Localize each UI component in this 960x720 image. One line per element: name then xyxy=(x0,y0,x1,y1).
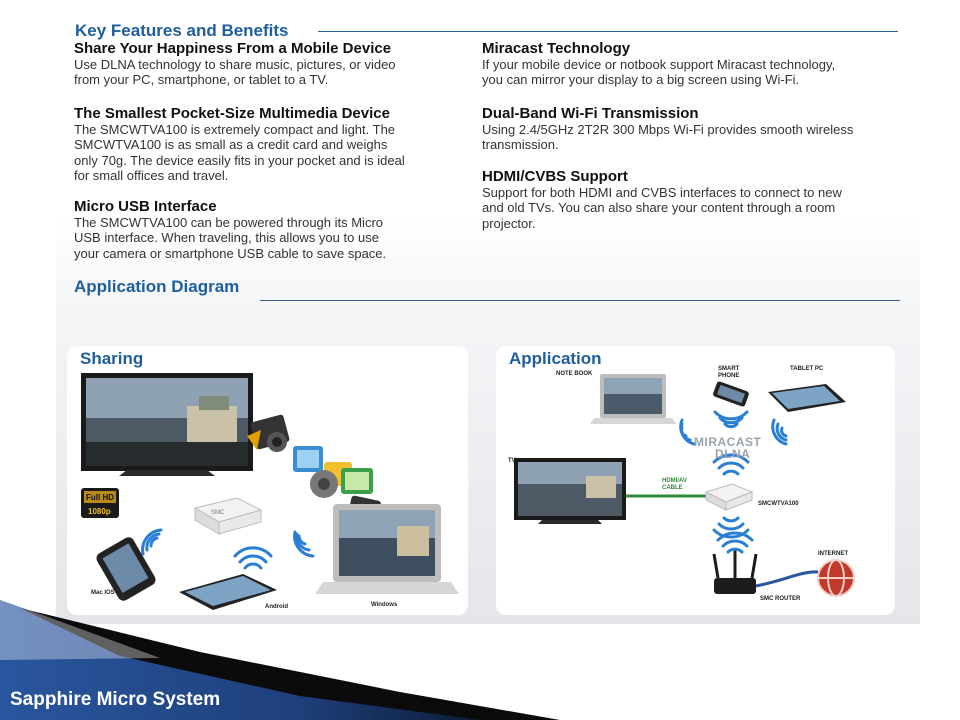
wifi-icon-device-bottom xyxy=(712,516,750,539)
feature-body: If your mobile device or notbook support… xyxy=(482,57,912,88)
feature-title: HDMI/CVBS Support xyxy=(482,168,628,185)
features-rule xyxy=(318,31,898,32)
label-notebook: NOTE BOOK xyxy=(556,371,593,377)
footer-band xyxy=(0,600,560,720)
feature-body: Using 2.4/5GHz 2T2R 300 Mbps Wi-Fi provi… xyxy=(482,122,912,153)
tv-icon xyxy=(81,373,253,476)
feature-body: The SMCWTVA100 can be powered through it… xyxy=(74,215,484,261)
smc-device-icon: SMC xyxy=(193,497,263,535)
sharing-title: Sharing xyxy=(80,349,144,368)
label-cable-2: CABLE xyxy=(662,485,683,491)
badge-top: Full HD xyxy=(86,493,114,502)
fullhd-badge-icon: Full HD 1080p xyxy=(81,488,119,518)
smc-device-icon xyxy=(704,483,754,511)
wifi-icon-3 xyxy=(293,530,315,558)
footer-company-name: Sapphire Micro System xyxy=(10,689,221,710)
brochure-sheet: Key Features and Benefits Share Your Hap… xyxy=(56,14,920,624)
application-illustration xyxy=(514,374,855,597)
feature-title: Share Your Happiness From a Mobile Devic… xyxy=(74,40,392,57)
feature-smallest: The Smallest Pocket-Size Multimedia Devi… xyxy=(74,106,484,184)
router-cable xyxy=(755,570,819,588)
tablet-pc-icon xyxy=(768,384,846,412)
wifi-icon-notebook xyxy=(679,418,696,446)
feature-line: projector. xyxy=(482,215,536,231)
feature-line: Support for both HDMI and CVBS interface… xyxy=(482,185,842,200)
feature-hdmi: HDMI/CVBS Support Support for both HDMI … xyxy=(482,169,912,231)
phone-icon xyxy=(96,537,156,601)
notebook-icon xyxy=(590,374,676,424)
feature-title: Miracast Technology xyxy=(482,40,631,57)
wifi-icon-router xyxy=(716,531,754,554)
smartphone-icon xyxy=(713,381,749,407)
feature-line: SMCWTVA100 is as small as a credit card … xyxy=(74,137,388,153)
feature-line: and old TVs. You can also share your con… xyxy=(482,200,836,216)
label-windows: Windows xyxy=(371,602,398,608)
label-android: Android xyxy=(265,604,288,610)
label-router: SMC ROUTER xyxy=(760,596,801,602)
wifi-icon-device-top xyxy=(712,453,750,476)
wifi-icon-1 xyxy=(141,528,163,556)
tv-icon xyxy=(514,458,626,524)
feature-line: If your mobile device or notbook support… xyxy=(482,57,836,72)
sharing-illustration: Full HD 1080p SMC xyxy=(81,373,459,610)
feature-usb: Micro USB Interface The SMCWTVA100 can b… xyxy=(74,199,484,261)
diagram-heading: Application Diagram xyxy=(74,277,240,296)
feature-body: Support for both HDMI and CVBS interface… xyxy=(482,185,912,231)
feature-line: transmission. xyxy=(482,137,559,153)
feature-line: The SMCWTVA100 is extremely compact and … xyxy=(74,122,396,137)
label-tablet: TABLET PC xyxy=(790,366,824,372)
internet-globe-icon xyxy=(817,559,855,597)
tablet-icon xyxy=(179,574,277,610)
feature-line: your camera or smartphone USB cable to s… xyxy=(74,245,387,261)
label-dlna: DLNA xyxy=(715,447,751,461)
application-panel: Application xyxy=(496,346,895,615)
wifi-icon-phone xyxy=(713,410,749,429)
label-internet: INTERNET xyxy=(818,551,848,557)
feature-line: Use DLNA technology to share music, pict… xyxy=(74,57,396,72)
feature-line: you can mirror your display to a big scr… xyxy=(482,72,800,88)
sharing-panel: Sharing xyxy=(67,346,468,615)
label-mac: Mac IOS xyxy=(91,590,115,596)
label-device: SMCWTVA100 xyxy=(758,501,799,507)
feature-miracast: Miracast Technology If your mobile devic… xyxy=(482,41,912,88)
application-title: Application xyxy=(509,349,602,368)
badge-bottom: 1080p xyxy=(88,507,111,516)
laptop-icon xyxy=(315,504,459,594)
label-miracast: MIRACAST xyxy=(694,435,762,449)
diagram-rule xyxy=(260,300,900,301)
feature-title: Micro USB Interface xyxy=(74,198,217,215)
feature-dualband: Dual-Band Wi-Fi Transmission Using 2.4/5… xyxy=(482,106,912,153)
feature-title: The Smallest Pocket-Size Multimedia Devi… xyxy=(74,105,390,122)
device-brand: SMC xyxy=(211,510,225,516)
feature-line: Using 2.4/5GHz 2T2R 300 Mbps Wi-Fi provi… xyxy=(482,122,854,137)
feature-line: The SMCWTVA100 can be powered through it… xyxy=(74,215,384,230)
feature-title: Dual-Band Wi-Fi Transmission xyxy=(482,105,699,122)
feature-line: for small offices and travel. xyxy=(74,168,229,184)
feature-line: only 70g. The device easily fits in your… xyxy=(74,152,405,168)
feature-body: Use DLNA technology to share music, pict… xyxy=(74,57,484,88)
wifi-icon-2 xyxy=(233,546,273,570)
feature-body: The SMCWTVA100 is extremely compact and … xyxy=(74,122,484,184)
label-smartphone-2: PHONE xyxy=(718,373,740,379)
feature-line: USB interface. When traveling, this allo… xyxy=(74,230,379,246)
wifi-icon-tablet xyxy=(771,418,788,446)
label-cable-1: HDMI/AV xyxy=(662,478,687,484)
feature-line: from your PC, smartphone, or tablet to a… xyxy=(74,72,329,88)
features-heading: Key Features and Benefits xyxy=(75,21,289,40)
label-tv: TV xyxy=(508,458,516,464)
feature-share: Share Your Happiness From a Mobile Devic… xyxy=(74,41,484,88)
router-icon xyxy=(712,550,758,594)
label-smartphone-1: SMART xyxy=(718,366,740,372)
